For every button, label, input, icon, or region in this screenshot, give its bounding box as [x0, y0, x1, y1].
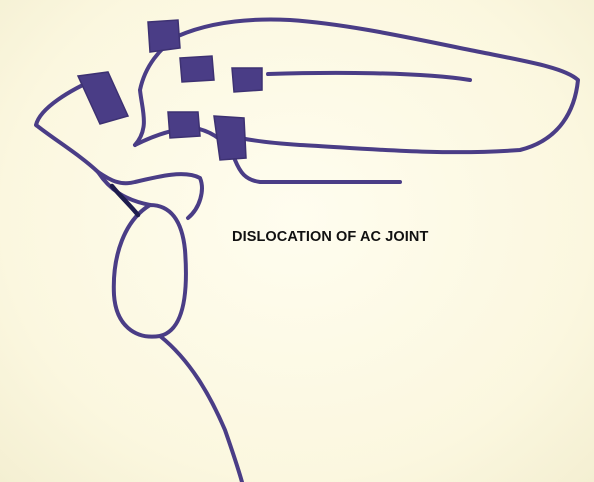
glenoid-outline — [114, 205, 186, 337]
caption-label: DISLOCATION OF AC JOINT — [232, 229, 428, 245]
ligament-mark-4 — [78, 72, 128, 124]
ligament-mark-3 — [232, 68, 262, 92]
ligament-mark-5 — [168, 112, 200, 138]
scapula-border-outline — [160, 336, 242, 482]
ligament-mark-2 — [180, 56, 214, 82]
ligament-mark-6 — [214, 116, 246, 160]
ligament-mark-1 — [148, 20, 180, 52]
